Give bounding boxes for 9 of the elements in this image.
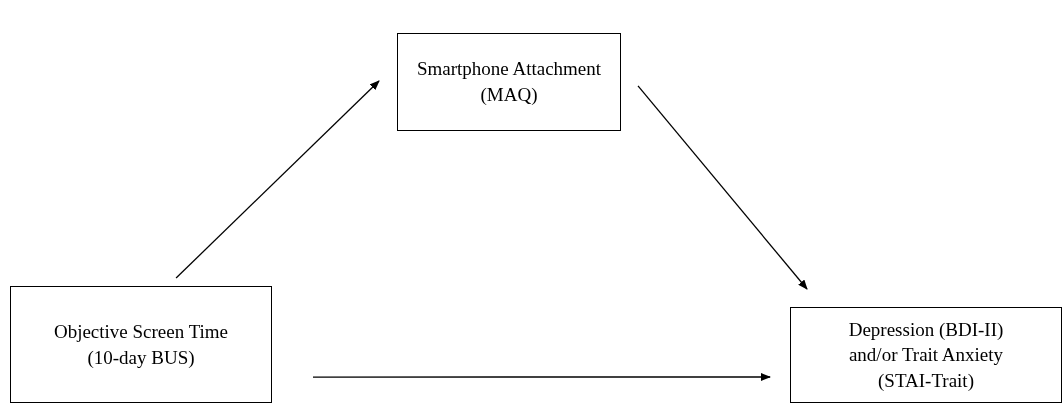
variable-box (10, 286, 272, 403)
arrow (637, 85, 808, 290)
variable-box (790, 307, 1062, 403)
variable-label: Depression (BDI-II) and/or Trait Anxiety (STAI-Trait) (847, 317, 1005, 393)
variable-box (397, 33, 621, 131)
variable-label: Smartphone Attachment (MAQ) (415, 57, 603, 107)
arrow (175, 80, 380, 279)
arrow (312, 373, 771, 381)
variable-label: Objective Screen Time (10-day BUS) (52, 319, 230, 370)
